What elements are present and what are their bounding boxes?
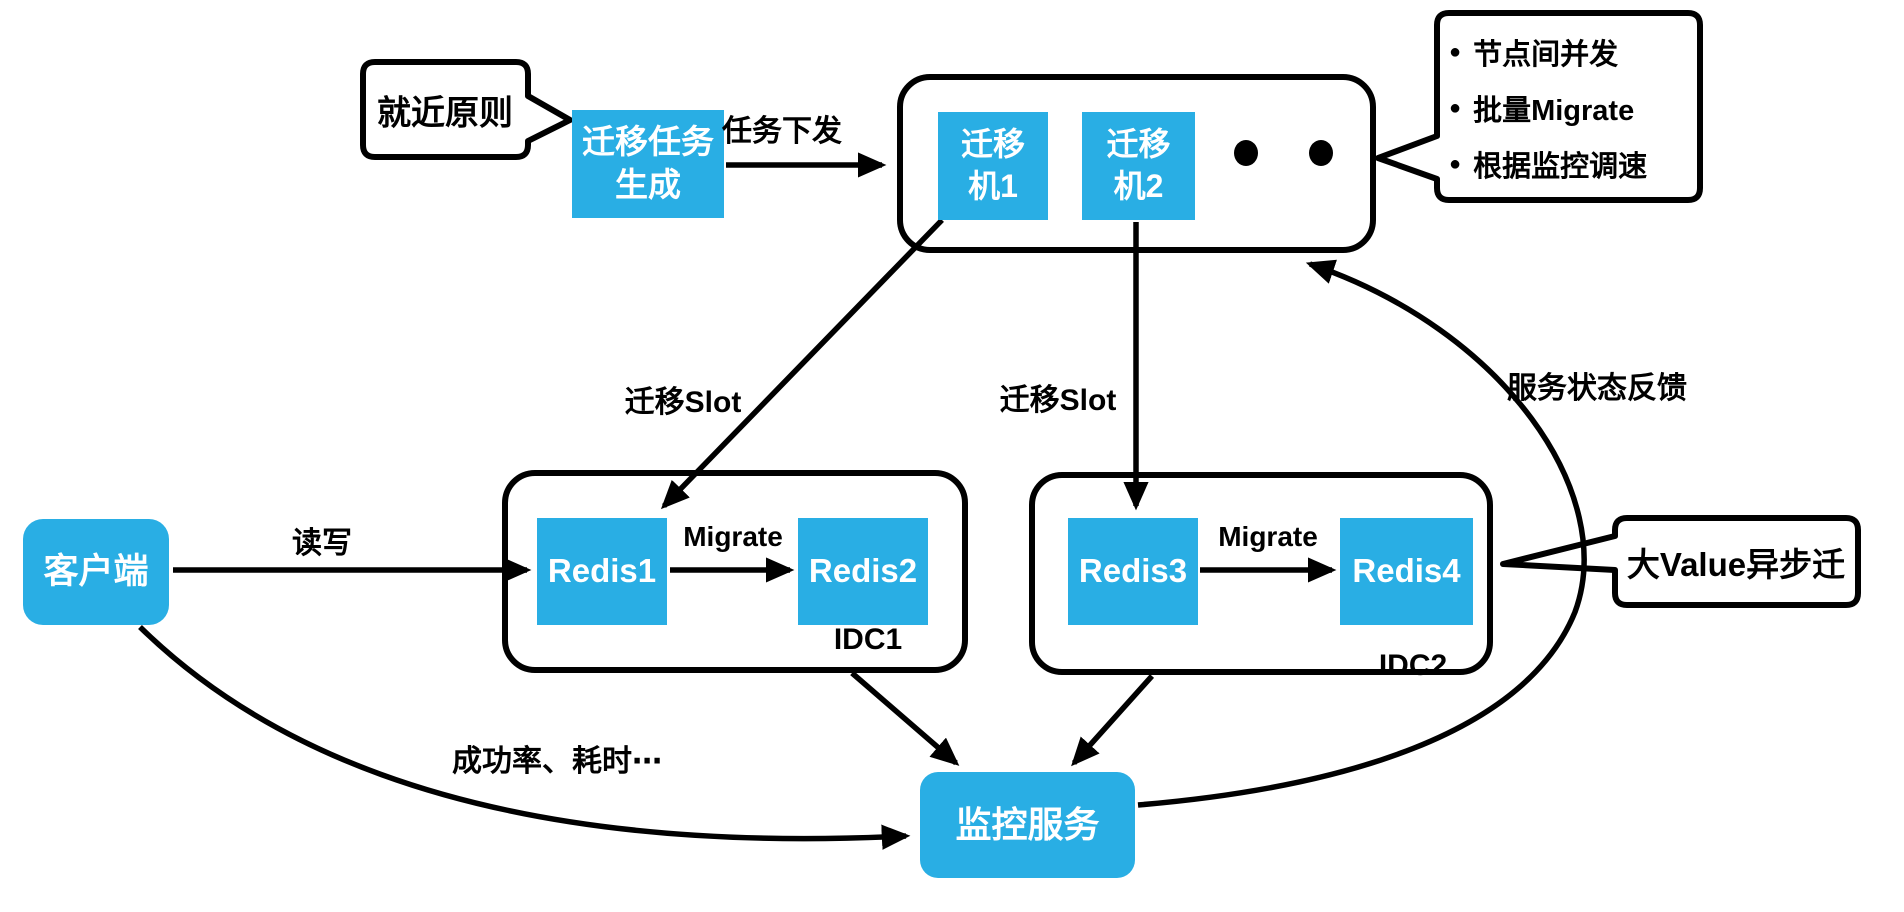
node-label: Redis1 bbox=[547, 552, 657, 590]
strategy-item-label: 根据监控调速 bbox=[1473, 151, 1648, 183]
node-label-line: 机1 bbox=[968, 168, 1018, 204]
node-migration-machine-1: 迁移 机1 bbox=[938, 112, 1048, 220]
big-value-callout-bubble bbox=[1500, 515, 1861, 608]
node-label-line: 迁移 bbox=[1106, 126, 1171, 163]
edge-label-migrate-slot-left: 迁移Slot bbox=[624, 386, 742, 419]
strategy-item-label: 批量Migrate bbox=[1473, 95, 1635, 127]
edge-label-migrate-left: Migrate bbox=[683, 521, 783, 552]
node-label-line: 机2 bbox=[1113, 168, 1164, 204]
edge-migrate-slot-left bbox=[660, 218, 944, 510]
strategies-callout-list: ● 节点间并发 ● 批量Migrate ● 根据监控调速 bbox=[1449, 20, 1697, 196]
node-client: 客户端 bbox=[23, 519, 169, 625]
strategy-item-label: 节点间并发 bbox=[1473, 39, 1619, 71]
edge-label-migrate-slot-right: 迁移Slot bbox=[999, 384, 1117, 417]
edge-label-task-dispatch: 任务下发 bbox=[722, 115, 842, 148]
edge-label-migrate-right: Migrate bbox=[1218, 521, 1318, 552]
more-machines-dot-icon bbox=[1234, 140, 1258, 166]
proximity-callout-bubble bbox=[360, 59, 573, 160]
node-label: Redis4 bbox=[1352, 552, 1461, 590]
strategies-callout-bubble bbox=[1375, 10, 1703, 203]
node-label-line: 迁移 bbox=[960, 126, 1025, 163]
node-task-generation: 迁移任务 生成 bbox=[572, 110, 724, 218]
strategy-item: ● 根据监控调速 bbox=[1449, 143, 1697, 185]
edge-idc2-to-monitor bbox=[1071, 674, 1155, 767]
big-value-callout-label: 大Value异步迁 bbox=[1626, 546, 1846, 583]
edge-label-status-feedback: 服务状态反馈 bbox=[1507, 372, 1687, 405]
node-redis2: Redis2 bbox=[798, 518, 928, 625]
node-migration-machine-2: 迁移 机2 bbox=[1082, 112, 1195, 220]
bullet-icon: ● bbox=[1449, 41, 1462, 63]
node-monitor-service: 监控服务 bbox=[920, 772, 1135, 878]
node-redis3: Redis3 bbox=[1068, 518, 1198, 625]
bullet-icon: ● bbox=[1449, 97, 1462, 119]
bullet-icon: ● bbox=[1449, 153, 1462, 175]
idc1-group-label: IDC1 bbox=[833, 623, 903, 656]
node-label-line: 迁移任务 bbox=[582, 123, 714, 161]
node-redis4: Redis4 bbox=[1340, 518, 1473, 625]
node-label: 客户端 bbox=[43, 552, 149, 592]
node-label: 监控服务 bbox=[955, 803, 1100, 845]
more-machines-dot-icon bbox=[1309, 140, 1333, 166]
edge-status-feedback bbox=[1137, 259, 1587, 808]
proximity-callout-label: 就近原则 bbox=[377, 94, 513, 133]
edge-label-read-write: 读写 bbox=[292, 527, 352, 560]
node-redis1: Redis1 bbox=[537, 518, 667, 625]
node-label-line: 生成 bbox=[615, 166, 681, 203]
node-label: Redis2 bbox=[808, 552, 918, 590]
strategy-item: ● 节点间并发 bbox=[1449, 31, 1697, 73]
edge-client-metrics bbox=[138, 625, 911, 850]
node-label: Redis3 bbox=[1078, 552, 1188, 590]
edge-idc1-to-monitor bbox=[850, 670, 960, 766]
edge-label-metrics: 成功率、耗时⋯ bbox=[452, 745, 662, 778]
strategy-item: ● 批量Migrate bbox=[1449, 87, 1697, 129]
idc2-group-label: IDC2 bbox=[1378, 649, 1448, 682]
